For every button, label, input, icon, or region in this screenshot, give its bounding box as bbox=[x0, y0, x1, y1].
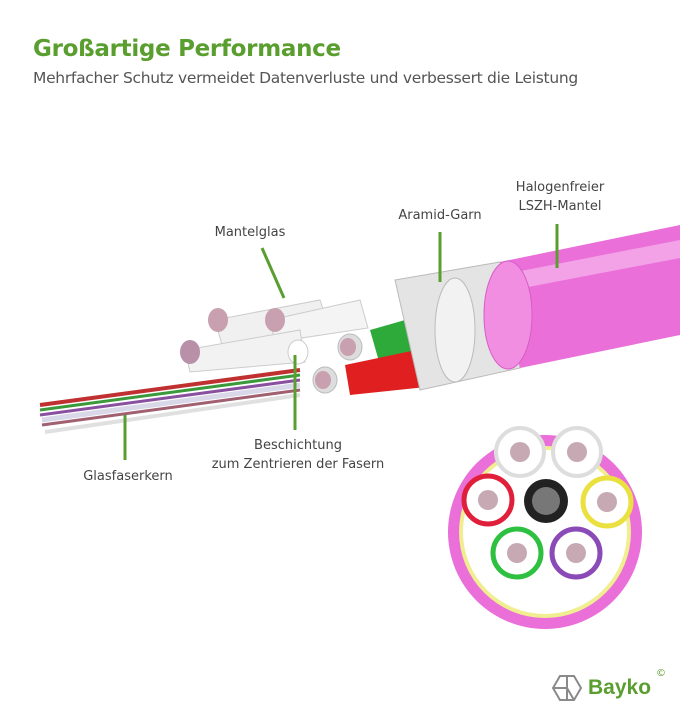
brand-name: Bayko bbox=[588, 676, 652, 699]
cube-logo-icon bbox=[552, 675, 582, 701]
label-jacket-line2: LSZH-Mantel bbox=[518, 199, 602, 214]
cross-section bbox=[448, 426, 642, 629]
leader-lines bbox=[123, 224, 559, 460]
label-coating-line2: zum Zentrieren der Fasern bbox=[211, 457, 385, 472]
label-aramid: Aramid-Garn bbox=[398, 208, 482, 223]
label-core: Glasfaserkern bbox=[83, 469, 173, 484]
page-subtitle: Mehrfacher Schutz vermeidet Datenverlust… bbox=[33, 69, 578, 87]
page-title: Großartige Performance bbox=[33, 36, 341, 62]
lszh-jacket bbox=[483, 225, 680, 370]
brand-logo: Bayko bbox=[552, 674, 651, 702]
label-coating: Beschichtung zum Zentrieren der Fasern bbox=[198, 436, 398, 474]
buffer-tubes bbox=[180, 299, 450, 395]
fiber-strands bbox=[39, 368, 301, 434]
label-cladding: Mantelglas bbox=[214, 225, 286, 240]
label-jacket: Halogenfreier LSZH-Mantel bbox=[505, 178, 615, 216]
label-jacket-line1: Halogenfreier bbox=[515, 180, 605, 195]
label-coating-line1: Beschichtung bbox=[254, 438, 342, 453]
copyright-mark: © bbox=[656, 668, 666, 679]
